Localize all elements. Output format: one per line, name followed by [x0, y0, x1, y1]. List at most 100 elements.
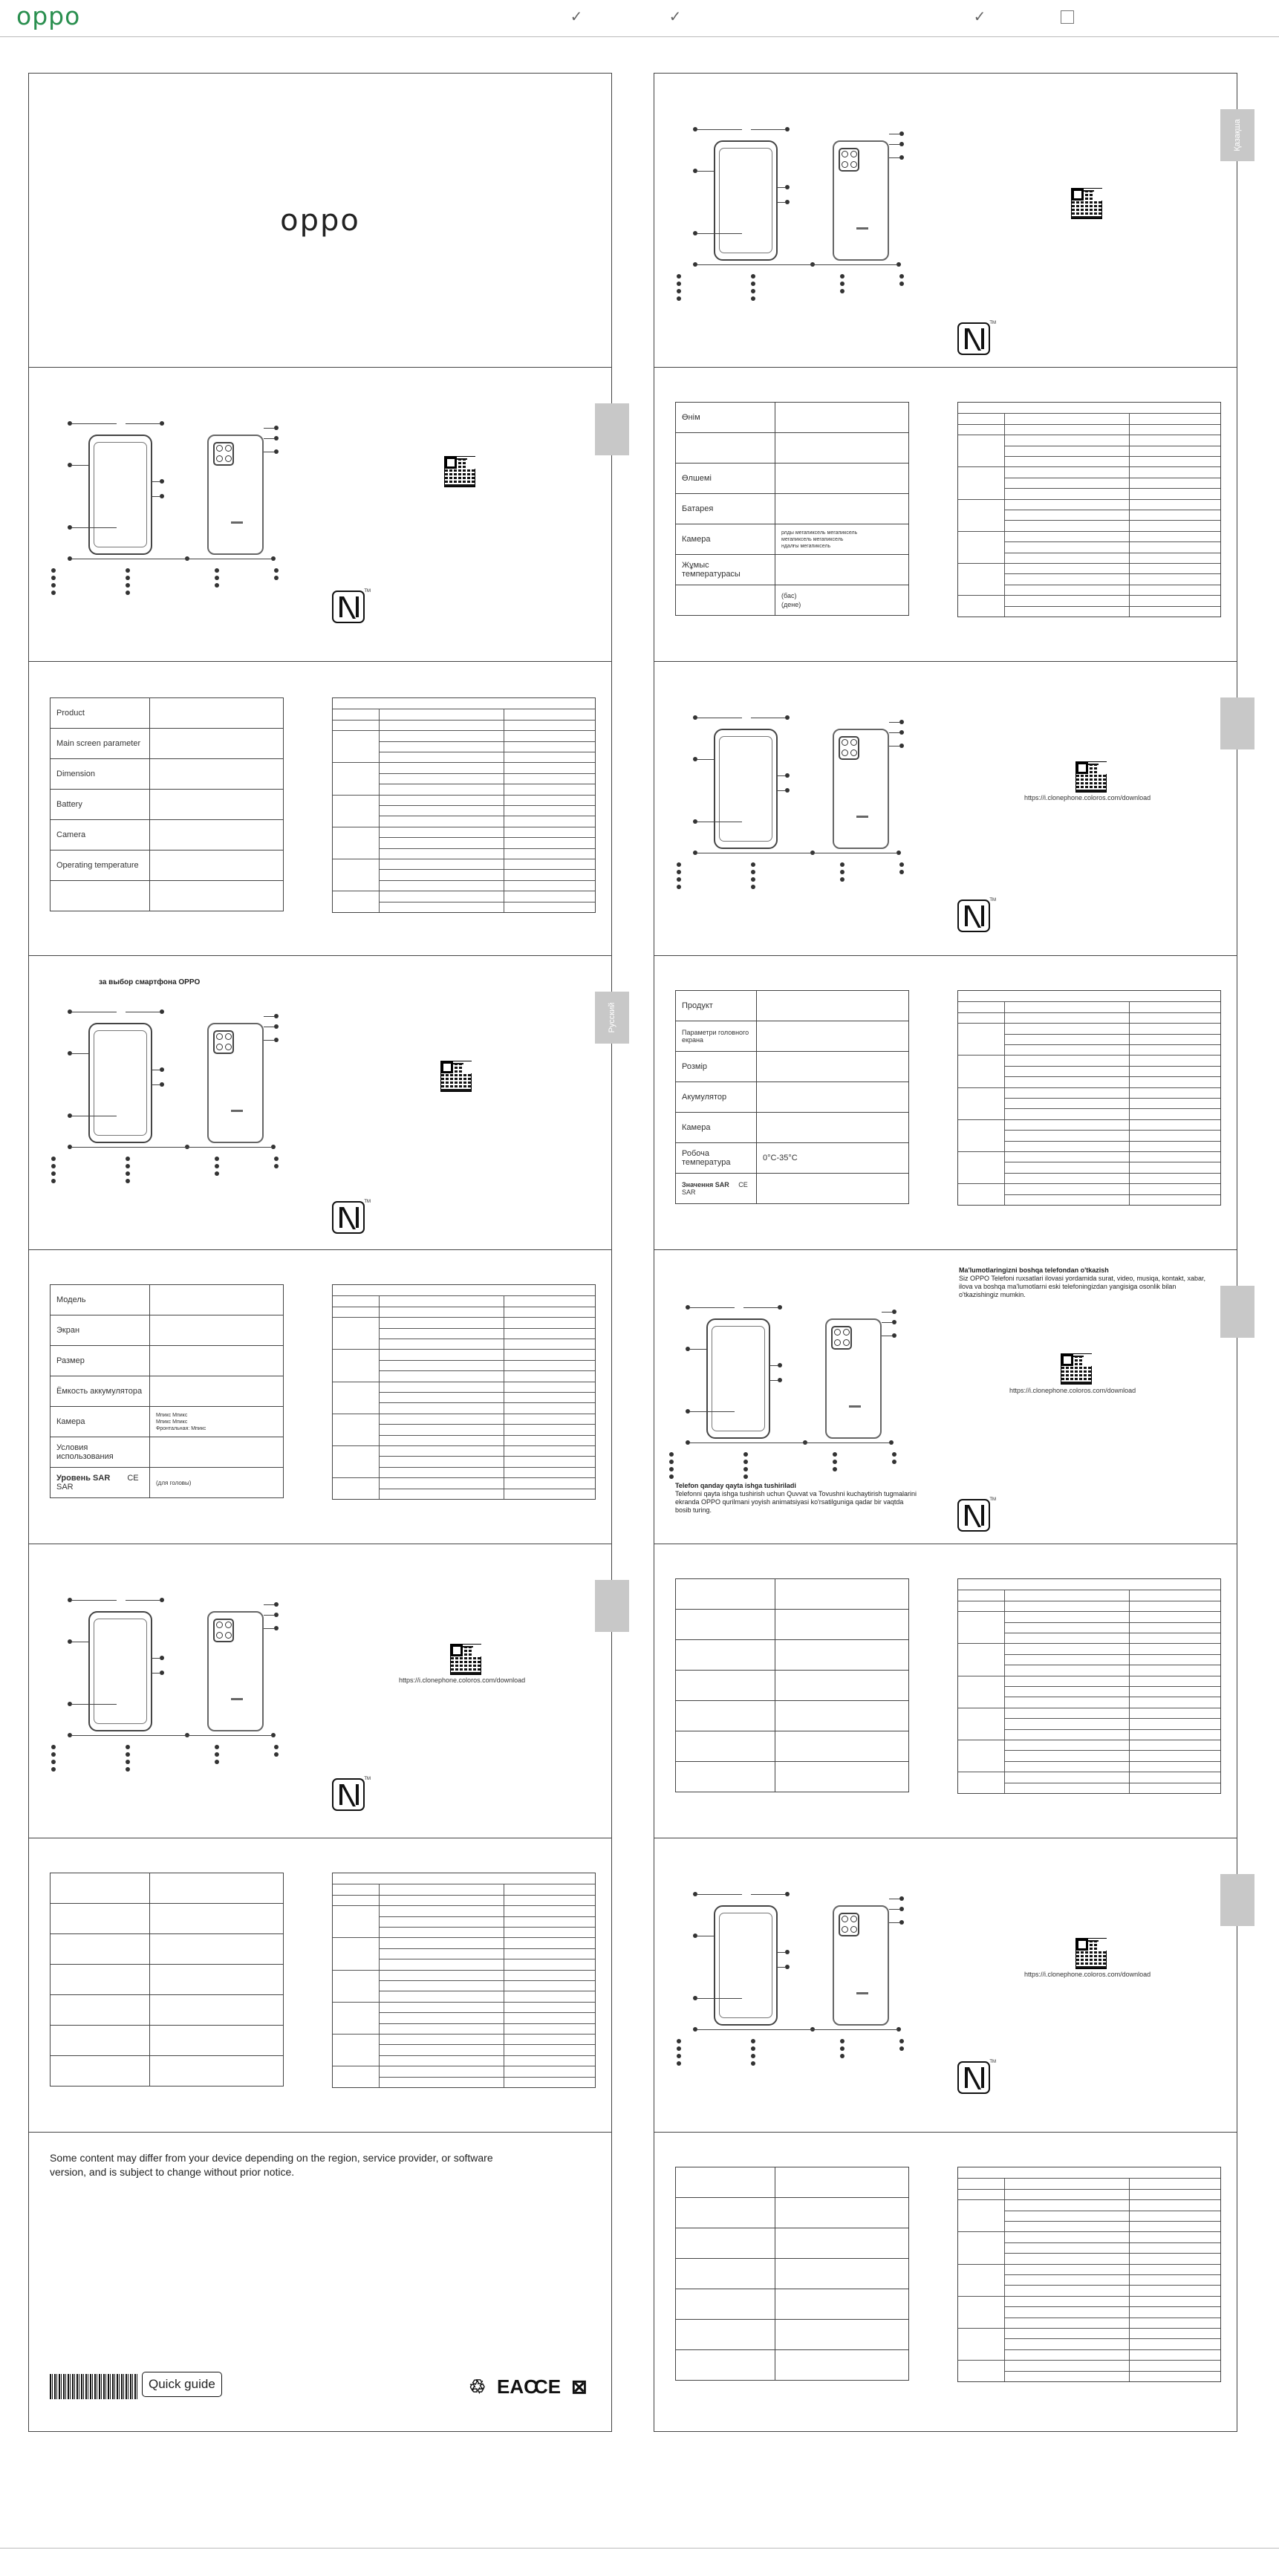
callout-dot [899, 862, 904, 867]
callout-dot [840, 2046, 844, 2051]
english-device-panel: TM [29, 368, 629, 662]
callout-line [889, 1909, 899, 1910]
callout-dot [899, 2046, 904, 2051]
callout-line [751, 1894, 785, 1895]
spec-table [675, 2167, 909, 2381]
disclaimer-text: Some content may differ from your device… [50, 2152, 493, 2178]
callout-dot [126, 568, 130, 573]
uzbek-transfer-text: Ma'lumotlaringizni boshqa telefondan o't… [959, 1266, 1205, 1298]
callout-dot [840, 274, 844, 279]
spec-label: Camera [50, 819, 150, 850]
callout-dot [743, 1467, 748, 1471]
callout-dot [892, 1310, 896, 1314]
callout-dot [68, 1051, 72, 1056]
qr-code [1061, 1353, 1092, 1385]
callout-dot [215, 1164, 219, 1168]
checkmark-icon: ✓ [668, 9, 682, 25]
callout-line [778, 187, 785, 188]
temp-value: 0°C-35°C [756, 1142, 909, 1174]
callout-dot [274, 1157, 279, 1161]
callout-dot [751, 2054, 755, 2058]
callout-dot [215, 1157, 219, 1161]
callout-line [690, 1411, 735, 1412]
callout-line [697, 759, 714, 760]
qr-code [450, 1644, 481, 1675]
callout-dot [693, 169, 697, 173]
spec-label: Камера [50, 1406, 150, 1437]
language-tab-kazakh[interactable]: Қазақша [1220, 109, 1254, 161]
language-tab[interactable] [595, 403, 629, 455]
callout-dot [274, 568, 279, 573]
callout-dot [751, 274, 755, 279]
callout-dot [751, 862, 755, 867]
callout-dot [160, 1067, 164, 1072]
callout-line [264, 1615, 274, 1616]
download-url[interactable]: https://i.clonephone.coloros.com/downloa… [1009, 1387, 1136, 1394]
nfc-logo-icon: TM [957, 321, 996, 355]
callout-dot [686, 1440, 690, 1445]
callout-dot [693, 1996, 697, 2000]
callout-dot [215, 1171, 219, 1176]
spec-table [675, 1578, 909, 1792]
callout-line [882, 1312, 892, 1313]
callout-dot [892, 1333, 896, 1338]
callout-dot [677, 877, 681, 882]
callout-dot [840, 877, 844, 882]
callout-dot [693, 757, 697, 761]
nfc-logo-icon: TM [957, 2060, 996, 2094]
checked-box-icon: ✓ [973, 9, 986, 25]
download-url[interactable]: https://i.clonephone.coloros.com/downloa… [1024, 1971, 1151, 1978]
callout-dot [215, 568, 219, 573]
callout-dot [51, 1171, 56, 1176]
callout-dot [51, 1157, 56, 1161]
callout-dot [677, 870, 681, 874]
callout-line [264, 1604, 274, 1605]
callout-dot [840, 862, 844, 867]
callout-dot [51, 1179, 56, 1183]
language-tab[interactable] [1220, 1286, 1254, 1338]
callout-dot [899, 1920, 904, 1925]
qr-code [1075, 761, 1107, 793]
russian-specs-panel: Модель Экран Размер Ёмкость аккумулятора… [29, 1250, 611, 1544]
callout-dot [215, 583, 219, 588]
callout-dot [274, 1752, 279, 1757]
callout-dot [686, 1347, 690, 1351]
callout-line [690, 1349, 706, 1350]
callout-dot [160, 1009, 164, 1014]
spec-label: Экран [50, 1315, 150, 1346]
callout-dot [677, 282, 681, 286]
callout-line [264, 438, 274, 439]
download-url[interactable]: https://i.clonephone.coloros.com/downloa… [1024, 794, 1151, 801]
callout-dot [126, 1745, 130, 1749]
language-tab[interactable] [595, 1580, 629, 1632]
callout-dot [899, 720, 904, 724]
callout-line [778, 1952, 785, 1953]
callout-dot [743, 1460, 748, 1464]
callout-dot [160, 1671, 164, 1675]
specs-panel [654, 2133, 1237, 2433]
left-column: oppo TM Product Main screen parameter Di… [28, 73, 629, 2432]
callout-dot [215, 1760, 219, 1764]
language-tab[interactable] [1220, 697, 1254, 749]
frequency-table [957, 990, 1221, 1206]
spec-label: Продукт [675, 990, 757, 1021]
callout-dot [677, 296, 681, 301]
phone-back-outline [207, 435, 264, 555]
language-tab[interactable] [1220, 1874, 1254, 1926]
download-url[interactable]: https://i.clonephone.coloros.com/downloa… [399, 1676, 526, 1684]
callout-dot [899, 2039, 904, 2043]
callout-dot [68, 1113, 72, 1118]
callout-line [778, 775, 785, 776]
frequency-table [332, 697, 596, 913]
callout-dot [899, 274, 904, 279]
callout-dot [892, 1452, 896, 1457]
callout-dot [693, 1933, 697, 1938]
callout-dot [751, 870, 755, 874]
spec-label [675, 432, 775, 464]
phone-diagram [51, 1596, 289, 1782]
callout-dot [160, 1656, 164, 1660]
language-tab-russian[interactable]: Русский [595, 992, 629, 1044]
callout-dot [68, 1009, 72, 1014]
callout-dot [126, 1179, 130, 1183]
recycle-icon: ♲ [469, 2375, 486, 2398]
